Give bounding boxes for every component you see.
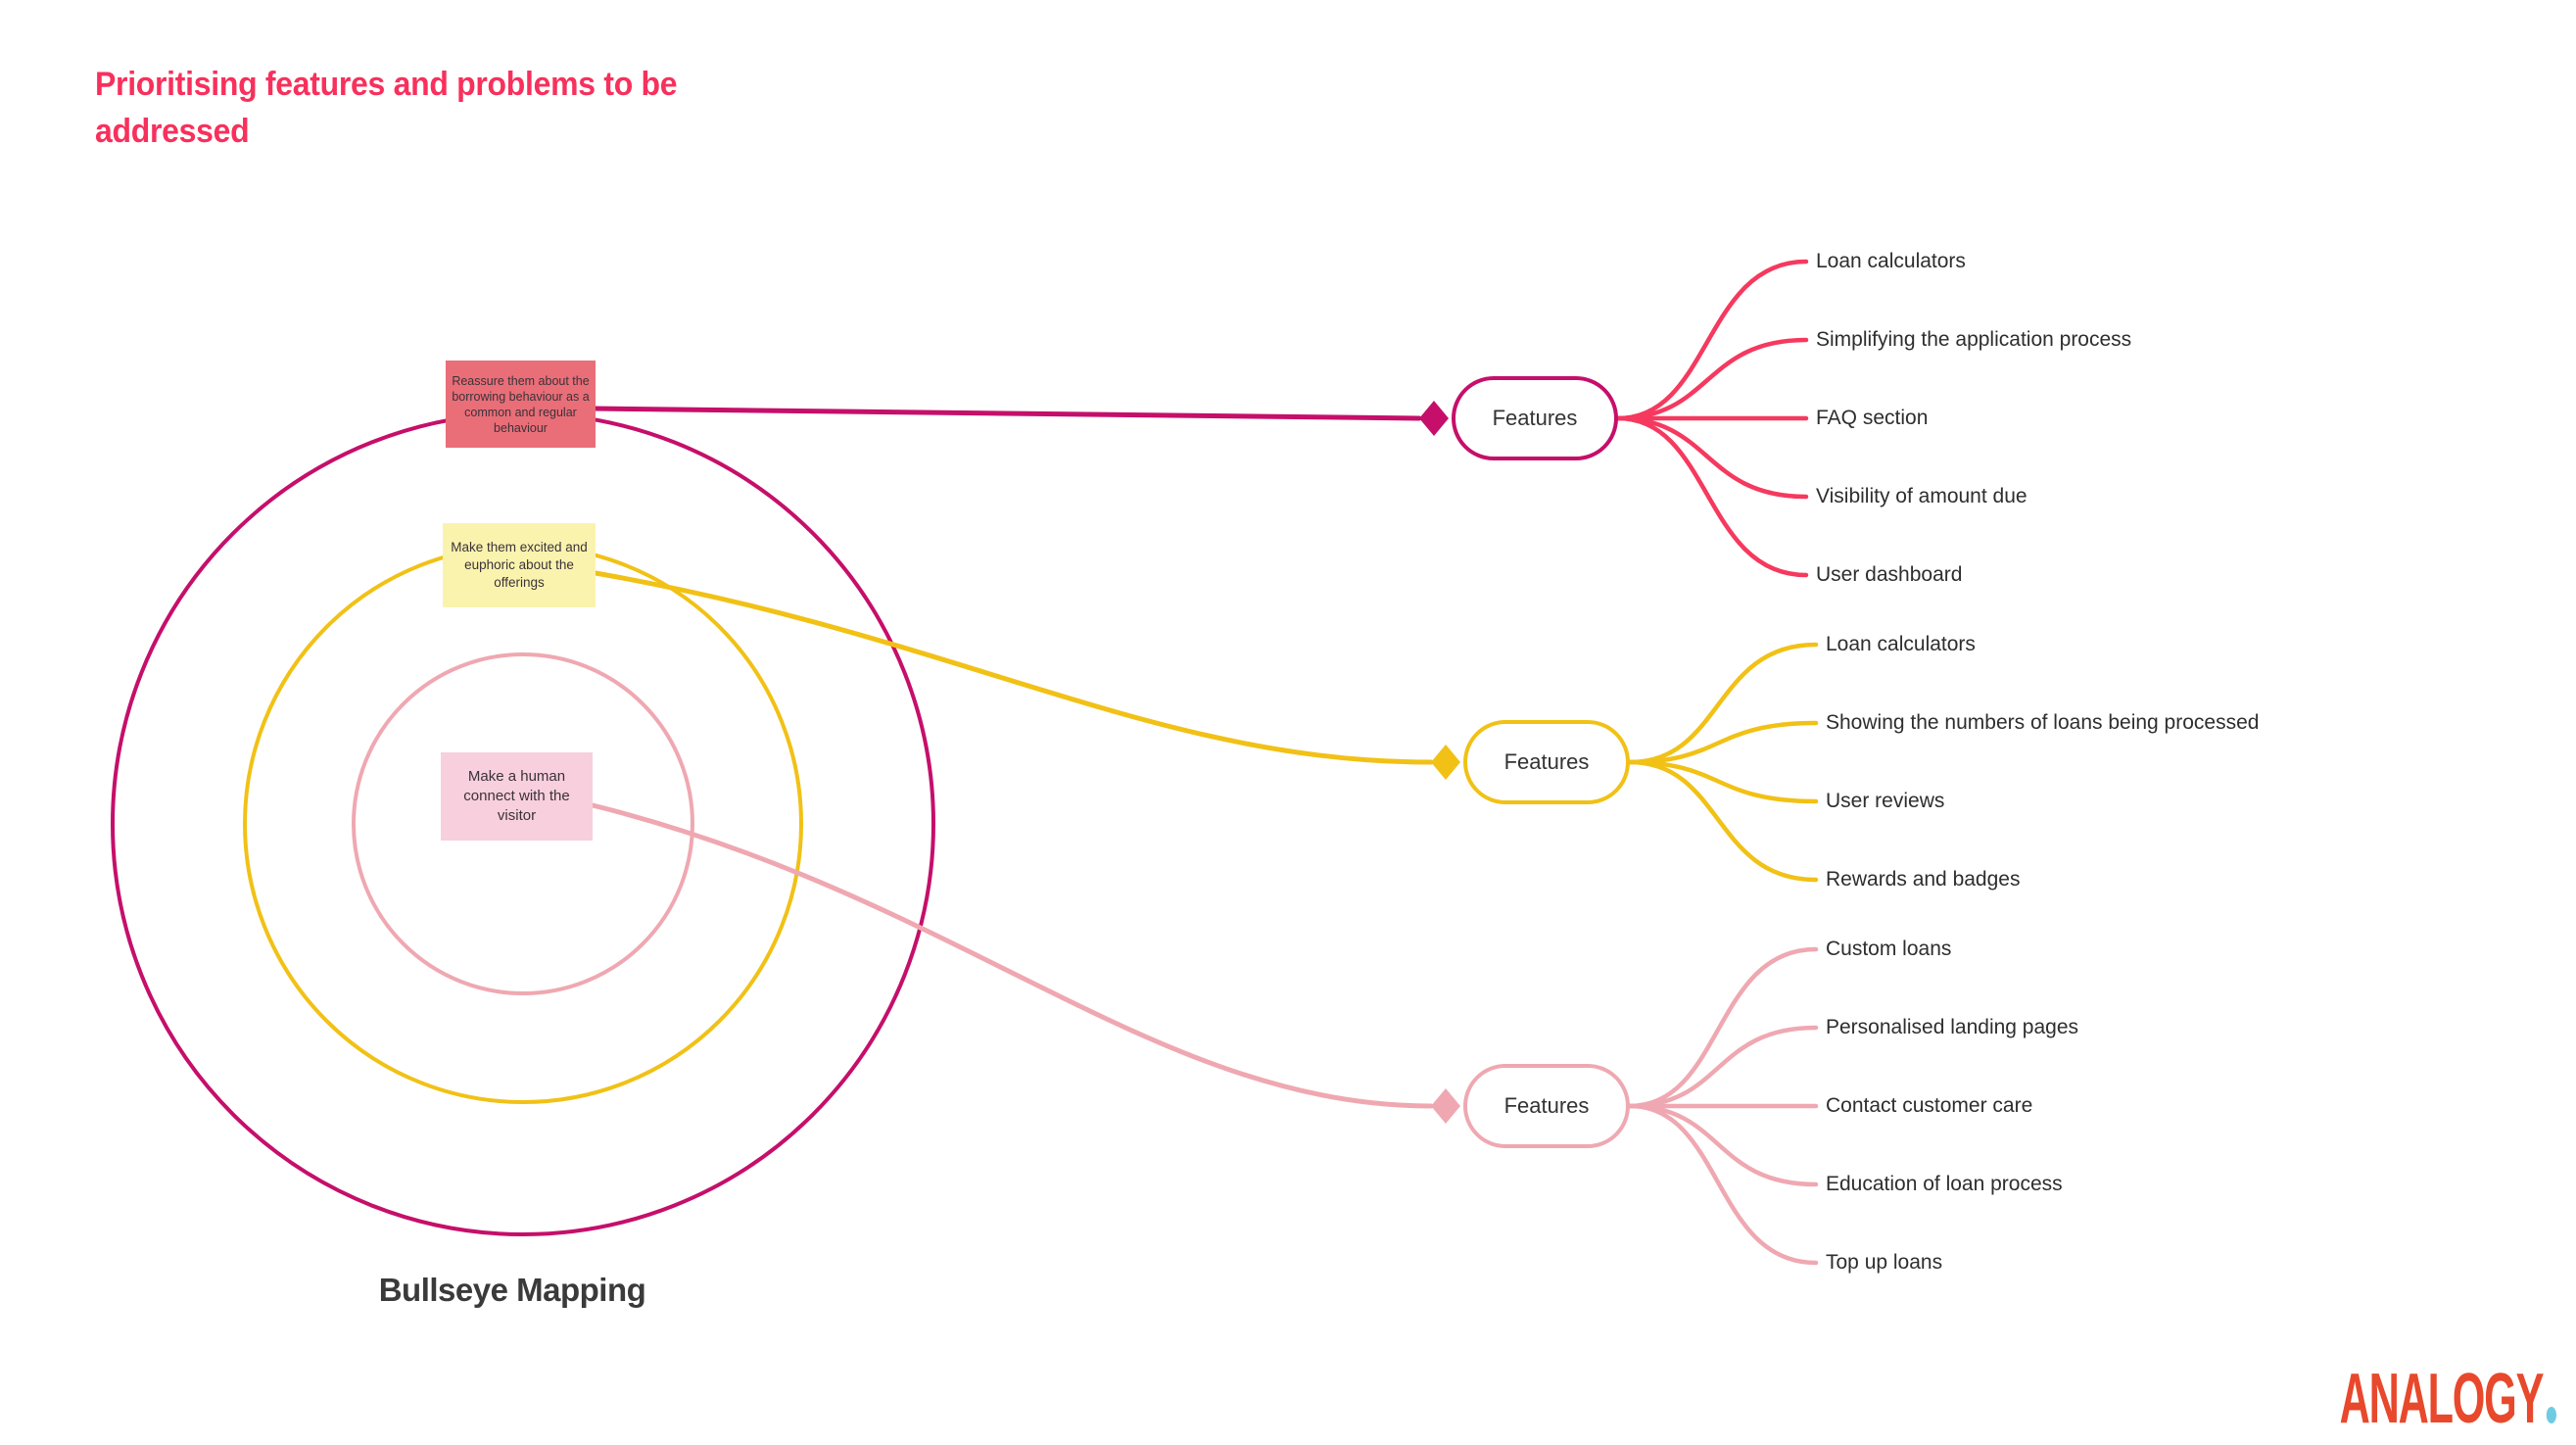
sticky-note-inner[interactable]: Make a human connect with the visitor xyxy=(441,752,593,841)
feature-label-priority-outer[interactable]: FAQ section xyxy=(1816,407,1929,429)
feature-label-priority-inner[interactable]: Contact customer care xyxy=(1826,1094,2033,1117)
features-node-label: Features xyxy=(1503,1093,1590,1118)
branch-line-priority-middle xyxy=(1627,759,1819,804)
connector-trunk-priority-middle xyxy=(593,570,1434,765)
feature-label-priority-inner[interactable]: Custom loans xyxy=(1826,938,1952,960)
branch-line-priority-inner xyxy=(1627,1025,1819,1109)
connector-trunk-priority-outer xyxy=(592,406,1422,421)
branch-line-priority-inner xyxy=(1627,946,1819,1109)
analogy-logo: ANALOGY xyxy=(2339,1360,2556,1438)
feature-label-priority-middle[interactable]: User reviews xyxy=(1826,790,1945,812)
analogy-logo-dot xyxy=(2546,1407,2556,1423)
feature-label-priority-inner[interactable]: Education of loan process xyxy=(1826,1173,2063,1195)
feature-label-priority-middle[interactable]: Rewards and badges xyxy=(1826,868,2021,891)
bullseye-mapping-label: Bullseye Mapping xyxy=(378,1272,646,1308)
feature-label-priority-outer[interactable]: Visibility of amount due xyxy=(1816,485,2027,507)
feature-label-priority-outer[interactable]: Simplifying the application process xyxy=(1816,328,2132,351)
connector-trunk-priority-inner xyxy=(590,802,1434,1109)
feature-label-priority-inner[interactable]: Personalised landing pages xyxy=(1826,1016,2079,1038)
priority-diamond-priority-inner xyxy=(1431,1088,1460,1124)
feature-label-priority-middle[interactable]: Loan calculators xyxy=(1826,633,1976,655)
sticky-note-text: Make them excited and euphoric about the… xyxy=(451,540,588,590)
sticky-note-middle[interactable]: Make them excited and euphoric about the… xyxy=(443,523,596,607)
feature-label-priority-middle[interactable]: Showing the numbers of loans being proce… xyxy=(1826,711,2260,734)
sticky-note-outer[interactable]: Reassure them about the borrowing behavi… xyxy=(446,361,596,448)
features-node-label: Features xyxy=(1503,749,1590,774)
bullseye-inner-ring xyxy=(352,652,694,995)
branch-line-priority-outer xyxy=(1615,415,1809,578)
feature-label-priority-inner[interactable]: Top up loans xyxy=(1826,1251,1943,1274)
feature-label-priority-outer[interactable]: Loan calculators xyxy=(1816,250,1966,272)
branch-line-priority-outer xyxy=(1615,337,1809,421)
features-node-inner[interactable]: Features xyxy=(1463,1064,1630,1148)
feature-label-priority-outer[interactable]: User dashboard xyxy=(1816,563,1963,586)
branch-line-priority-outer xyxy=(1615,259,1809,421)
branch-line-priority-outer xyxy=(1615,415,1809,500)
features-node-label: Features xyxy=(1492,406,1578,430)
features-node-middle[interactable]: Features xyxy=(1463,720,1630,804)
sticky-note-text: Reassure them about the borrowing behavi… xyxy=(452,373,590,435)
branch-line-priority-inner xyxy=(1627,1103,1819,1266)
sticky-note-text: Make a human connect with the visitor xyxy=(463,768,570,824)
features-node-outer[interactable]: Features xyxy=(1452,376,1618,460)
branch-line-priority-middle xyxy=(1627,642,1819,765)
priority-diamond-priority-middle xyxy=(1431,745,1460,780)
branch-line-priority-middle xyxy=(1627,720,1819,765)
analogy-logo-text: ANALOGY xyxy=(2339,1360,2545,1438)
branch-line-priority-middle xyxy=(1627,759,1819,883)
page-title: Prioritising features and problems to be… xyxy=(95,66,678,150)
branch-line-priority-inner xyxy=(1627,1103,1819,1187)
priority-diamond-priority-outer xyxy=(1419,401,1449,436)
